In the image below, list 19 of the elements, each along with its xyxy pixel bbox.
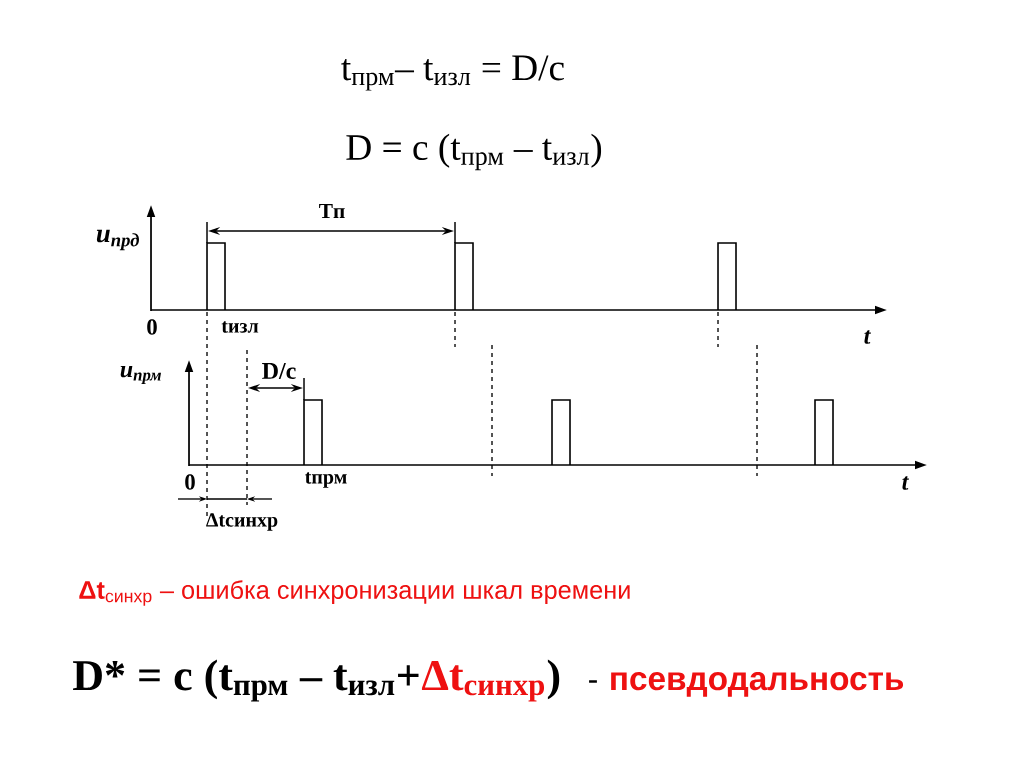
formula: D* = c (t$_{прм}$ – t$_{изл}$+ [73,659,419,702]
axis-label: Tп [319,204,345,218]
axis-label: u$_{прд}$ [96,229,139,251]
formula: D = c (t$_{прм}$ – t$_{изл}$) [346,133,602,171]
term-label: псевдодальность [611,672,904,697]
formula: Δt$_{синхр}$ [421,660,544,702]
note: Δt$_{синхр}$ – ошибка синхронизации шкал времени [79,580,630,606]
formula: - [589,680,597,683]
axis-label: t [864,330,871,344]
axis-label: 0 [147,319,157,335]
axis-label: u$_{прм}$ [120,365,161,384]
axis-label: t [902,476,909,490]
axis-label: tизл [221,321,259,333]
formula: t$_{прм}$– t$_{изл}$ = D/c [341,55,564,91]
axis-label: tпрм [305,472,347,488]
formula: ) [547,659,560,700]
axis-label: 0 [185,474,195,490]
axis-label: Δtсинхр [206,513,278,531]
axis-label: D/c [262,363,296,379]
